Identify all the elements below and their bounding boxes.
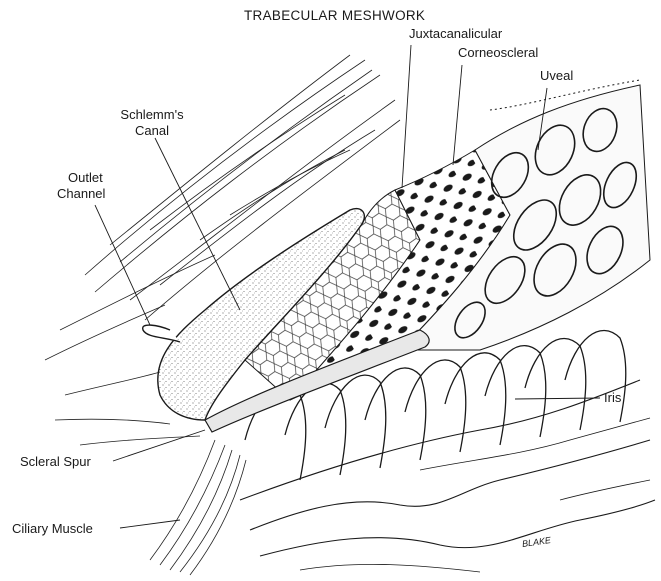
label-uveal: Uveal <box>540 68 573 83</box>
leader-juxtacanalicular <box>402 45 411 188</box>
leader-scleral-spur <box>113 430 205 461</box>
label-scleral-spur: Scleral Spur <box>20 454 91 469</box>
label-outlet-channel-line2: Channel <box>57 186 105 201</box>
leader-ciliary-muscle <box>120 520 180 528</box>
ciliary-muscle-fibers <box>150 440 246 575</box>
label-schlemms-canal-line1: Schlemm's <box>112 107 192 122</box>
label-outlet-channel-line1: Outlet <box>68 170 103 185</box>
iris-tissue <box>240 380 655 572</box>
figure-title: TRABECULAR MESHWORK <box>244 8 425 23</box>
label-schlemms-canal-line2: Canal <box>112 123 192 138</box>
label-iris: Iris <box>604 390 621 405</box>
leader-schlemms-canal <box>155 138 240 310</box>
label-corneoscleral: Corneoscleral <box>458 45 538 60</box>
leader-corneoscleral <box>453 65 462 165</box>
leader-outlet-channel <box>95 205 150 325</box>
label-ciliary-muscle: Ciliary Muscle <box>12 521 93 536</box>
leader-iris <box>515 398 600 399</box>
label-juxtacanalicular: Juxtacanalicular <box>409 26 502 41</box>
outlet-channel <box>143 325 180 342</box>
